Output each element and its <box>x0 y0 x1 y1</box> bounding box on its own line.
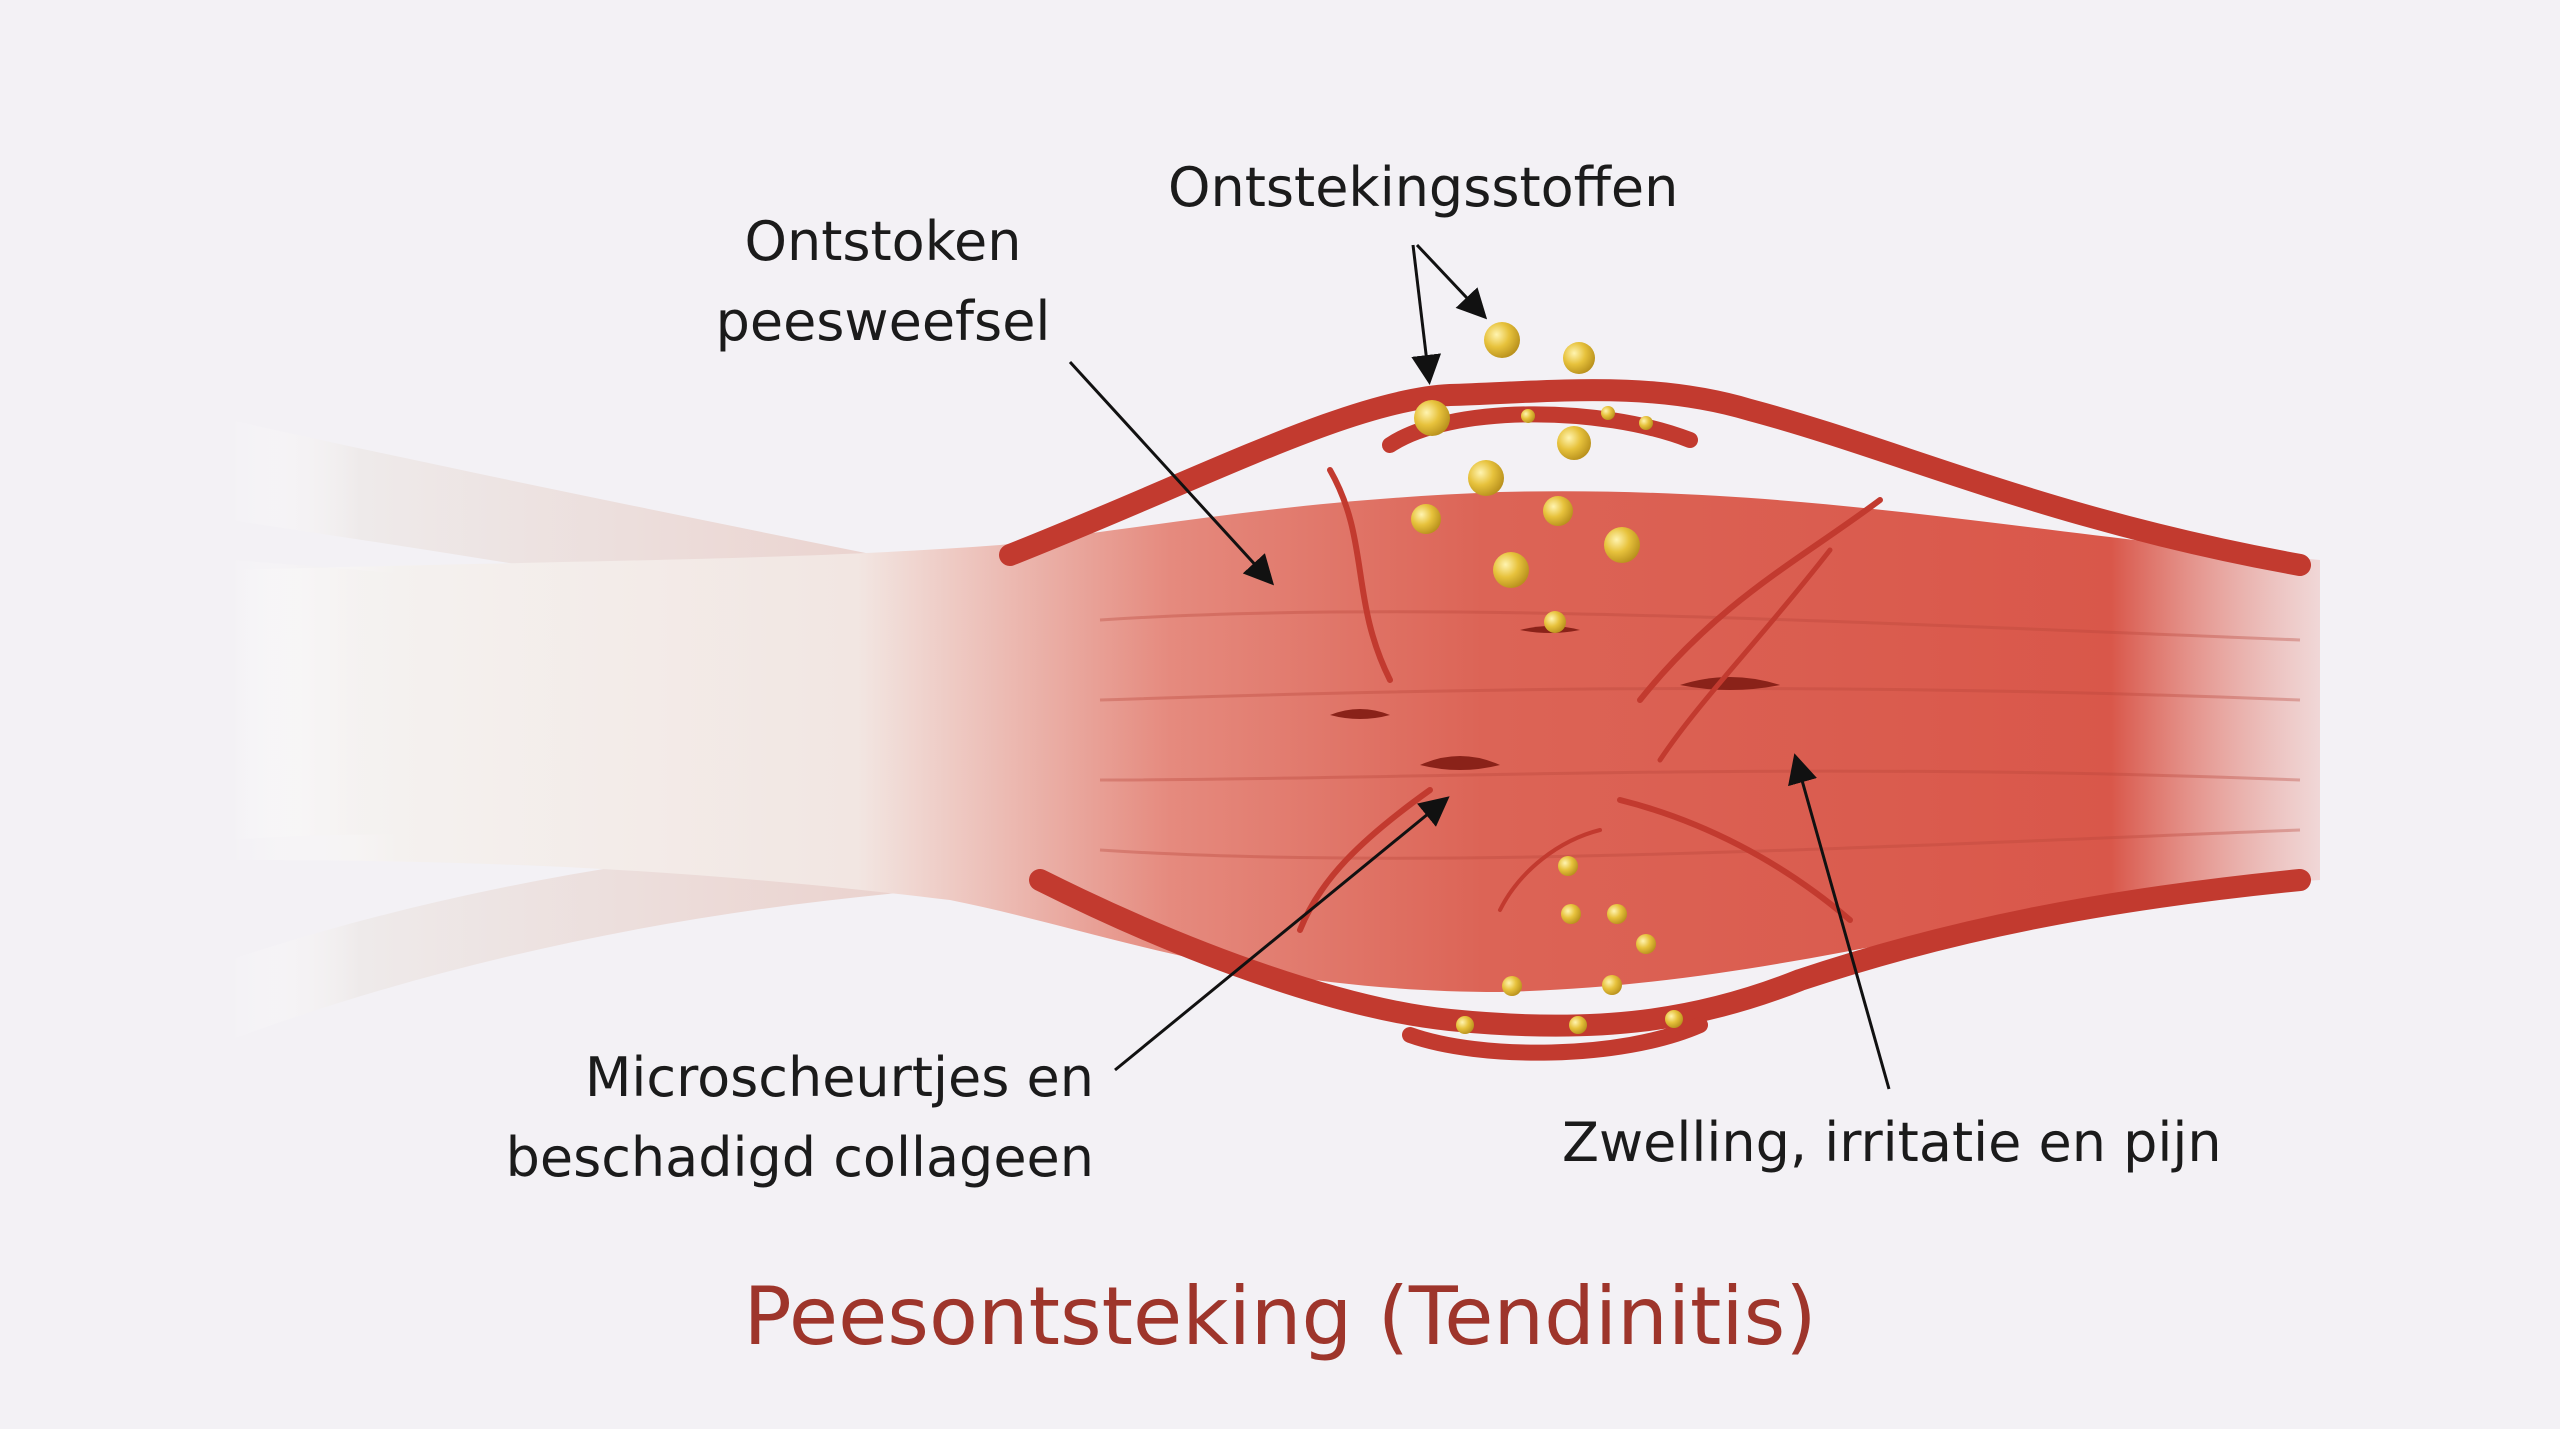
label-inflammatory-substances: Ontstekingsstoffen <box>1168 156 1679 219</box>
substance-dot <box>1569 1016 1587 1034</box>
substance-dot <box>1607 904 1627 924</box>
blood-vessels <box>999 379 2311 1061</box>
substance-dot <box>1665 1010 1683 1028</box>
label-inflamed-tissue-line1: Ontstoken <box>744 210 1022 273</box>
substance-dot <box>1468 460 1504 496</box>
fiber-lines <box>1099 610 2301 860</box>
substance-dot <box>1493 552 1529 588</box>
substance-dot <box>1502 976 1522 996</box>
substance-dot <box>1563 342 1595 374</box>
inflammatory-substances <box>1411 322 1683 1034</box>
substance-dot <box>1484 322 1520 358</box>
substance-dot <box>1604 527 1640 563</box>
substance-dot <box>1456 1016 1474 1034</box>
substance-dot <box>1602 975 1622 995</box>
label-swelling: Zwelling, irritatie en pijn <box>1562 1111 2222 1174</box>
diagram-title: Peesontsteking (Tendinitis) <box>743 1270 1817 1363</box>
substance-dot <box>1601 406 1615 420</box>
substance-dot <box>1411 504 1441 534</box>
arrow-inflamed-tissue <box>1068 360 1275 586</box>
substance-dot <box>1639 416 1653 430</box>
substance-dot <box>1636 934 1656 954</box>
arrow-substances-2 <box>1415 243 1488 320</box>
label-microtears-line1: Microscheurtjes en <box>584 1046 1094 1109</box>
substance-dot <box>1543 496 1573 526</box>
inflamed-tendon <box>230 491 2320 992</box>
arrow-swelling <box>1788 753 1891 1090</box>
arrow-microtears <box>1114 796 1450 1072</box>
substance-dot <box>1558 856 1578 876</box>
label-microtears-line2: beschadigd collageen <box>505 1126 1094 1189</box>
substance-dot <box>1521 409 1535 423</box>
substance-dot <box>1414 400 1450 436</box>
label-inflamed-tissue-line2: peesweefsel <box>715 290 1051 353</box>
substance-dot <box>1544 611 1566 633</box>
substance-dot <box>1561 904 1581 924</box>
arrow-substances-1 <box>1411 244 1442 385</box>
substance-dot <box>1557 426 1591 460</box>
